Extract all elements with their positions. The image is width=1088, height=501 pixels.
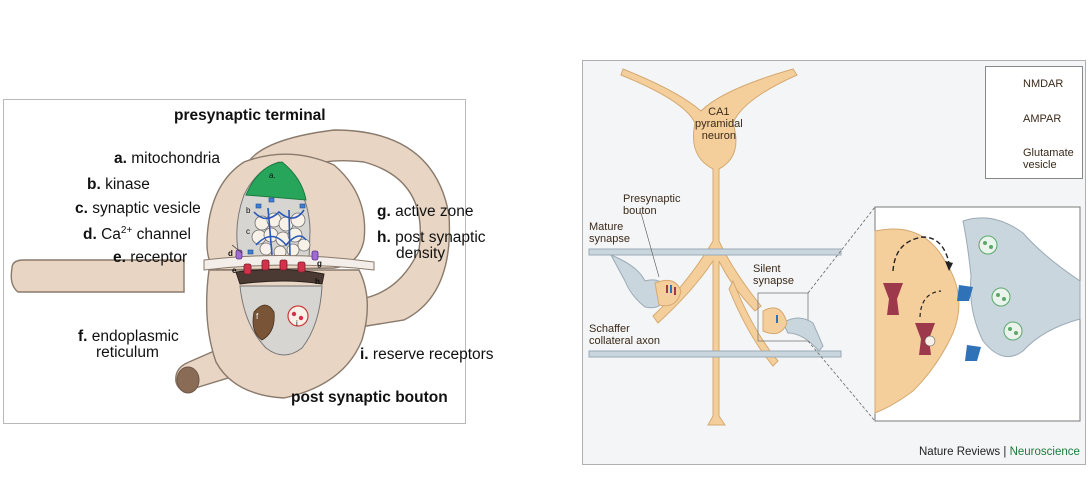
label-active-zone: g. active zone xyxy=(377,203,474,220)
er-shape xyxy=(252,304,275,341)
inner-letter-g: g xyxy=(317,259,322,268)
legend-nmdar: NMDAR xyxy=(1023,78,1064,90)
inner-letter-b: b xyxy=(246,206,251,215)
leader-lines xyxy=(231,244,243,254)
label-kinase: b. kinase xyxy=(87,176,150,193)
inner-letter-f: f xyxy=(256,312,259,321)
neuron-branch xyxy=(728,279,779,367)
receptor-icons xyxy=(243,259,306,275)
silent-bouton xyxy=(782,317,824,352)
kinase-dots xyxy=(247,197,306,255)
legend xyxy=(985,66,1083,179)
label-mitochondria: a. mitochondria xyxy=(114,150,220,167)
zoom-receptors xyxy=(883,283,981,361)
label-reserve-receptors: i. reserve receptors xyxy=(360,346,494,363)
label-receptor: e. receptor xyxy=(113,249,188,266)
label-calcium-channel: d. Ca2+ channel xyxy=(83,225,191,244)
ca1-neuron xyxy=(620,68,798,426)
reserve-receptor-vesicle xyxy=(287,305,309,327)
zoom-vesicles xyxy=(978,235,1023,341)
silent-synapse-box xyxy=(757,292,809,342)
axon-lines xyxy=(588,248,842,358)
mitochondria-shape xyxy=(245,161,307,201)
inner-letter-h: h xyxy=(315,277,320,286)
label-synaptic-vesicle: c. synaptic vesicle xyxy=(75,200,201,217)
zoom-dendrite-spine xyxy=(874,228,960,414)
label-postsynaptic-bouton: post synaptic bouton xyxy=(291,389,448,406)
inner-letter-a: a. xyxy=(269,171,276,180)
zoom-lines xyxy=(807,206,876,422)
silent-spine xyxy=(762,307,788,335)
silent-synapse-illustration xyxy=(588,68,1081,426)
label-presynaptic-terminal: presynaptic terminal xyxy=(174,107,326,124)
journal-credit: Nature Reviews | Neuroscience xyxy=(919,446,1080,458)
axon-tube-left xyxy=(10,259,185,293)
mature-spine xyxy=(654,279,682,307)
cytoskeleton-lines xyxy=(253,207,307,257)
inner-letter-c: c xyxy=(246,227,250,236)
synapse-illustration xyxy=(10,129,451,399)
trafficking-arrow xyxy=(892,236,950,272)
synapse-diagram-panel: presynaptic terminal post synaptic bouto… xyxy=(3,99,494,424)
tube-opening xyxy=(176,366,200,394)
inner-letter-d: d xyxy=(228,249,233,258)
legend-ampar: AMPAR xyxy=(1023,113,1062,125)
inner-letter-e: e xyxy=(232,266,237,275)
inner-letter-i: i xyxy=(296,319,298,328)
